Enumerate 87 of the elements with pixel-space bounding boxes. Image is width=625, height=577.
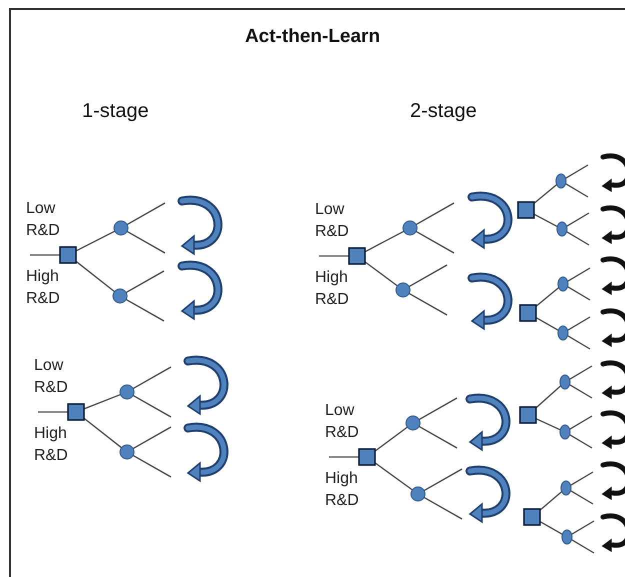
- chance-node: [560, 424, 570, 440]
- branch-line: [329, 456, 359, 458]
- decision-node: [358, 448, 376, 466]
- chance-node: [410, 486, 426, 502]
- chance-node: [556, 174, 566, 188]
- chance-node: [402, 220, 418, 236]
- decision-node: [523, 508, 541, 526]
- chance-node: [406, 416, 420, 430]
- branch-line: [416, 202, 454, 226]
- chance-node: [120, 384, 134, 400]
- branch-line: [84, 394, 121, 410]
- branch-line: [567, 335, 590, 350]
- stage-heading: 2-stage: [410, 100, 477, 123]
- branch-line: [364, 261, 398, 286]
- branch-line: [570, 471, 594, 486]
- branch-line: [132, 394, 172, 418]
- branch-line: [567, 316, 590, 331]
- chance-node: [558, 276, 568, 292]
- branch-line: [364, 230, 404, 252]
- title: Act-then-Learn: [244, 26, 382, 48]
- branch-line: [571, 520, 594, 535]
- branch-line: [540, 521, 563, 535]
- chance-node: [562, 530, 572, 544]
- branch-line: [566, 231, 590, 246]
- decision-node: [517, 201, 535, 219]
- chance-node: [120, 444, 134, 460]
- decision-node: [59, 246, 77, 264]
- edge-label: Low R&D: [315, 200, 350, 242]
- branch-line: [536, 385, 562, 408]
- chance-node: [558, 326, 568, 340]
- chance-node: [114, 220, 128, 236]
- branch-line: [126, 270, 164, 294]
- decision-node: [519, 304, 537, 322]
- decision-node: [67, 403, 85, 421]
- branch-line: [132, 426, 172, 450]
- branch-line: [424, 468, 462, 492]
- edge-label: Low R&D: [325, 401, 360, 443]
- branch-line: [374, 426, 408, 452]
- branch-line: [567, 267, 590, 282]
- chance-node: [556, 222, 568, 236]
- branch-line: [540, 491, 562, 511]
- branch-line: [408, 292, 448, 316]
- branch-line: [319, 255, 349, 257]
- branch-line: [566, 212, 590, 227]
- branch-line: [126, 202, 166, 226]
- branch-line: [84, 418, 122, 448]
- branch-line: [569, 384, 592, 399]
- branch-line: [416, 230, 454, 254]
- branch-line: [424, 496, 462, 520]
- edge-label: Low R&D: [26, 199, 61, 241]
- branch-line: [132, 366, 172, 390]
- decision-node: [519, 406, 537, 424]
- branch-line: [126, 298, 164, 322]
- branch-line: [408, 264, 448, 288]
- branch-line: [534, 214, 558, 228]
- branch-line: [76, 260, 115, 292]
- edge-label: High R&D: [315, 268, 350, 310]
- branch-line: [536, 418, 561, 430]
- branch-line: [536, 287, 560, 307]
- edge-label: Low R&D: [34, 356, 69, 398]
- branch-line: [30, 254, 60, 256]
- chance-node: [112, 288, 128, 304]
- edge-label: High R&D: [26, 267, 61, 309]
- branch-line: [565, 164, 588, 179]
- decision-node: [348, 247, 366, 265]
- branch-line: [418, 426, 458, 449]
- branch-line: [570, 490, 594, 505]
- branch-line: [569, 434, 592, 449]
- branch-line: [126, 230, 166, 254]
- branch-line: [418, 397, 458, 420]
- branch-line: [38, 411, 68, 413]
- chance-node: [396, 282, 410, 298]
- branch-line: [374, 462, 413, 490]
- branch-line: [569, 415, 592, 430]
- branch-line: [76, 230, 116, 252]
- branch-line: [536, 317, 559, 331]
- edge-label: High R&D: [34, 424, 69, 466]
- branch-line: [567, 286, 590, 301]
- branch-line: [132, 454, 172, 478]
- stage-heading: 1-stage: [82, 100, 149, 123]
- branch-line: [571, 539, 594, 554]
- branch-line: [534, 184, 558, 204]
- chance-node: [560, 480, 572, 496]
- edge-label: High R&D: [325, 469, 360, 511]
- chance-node: [560, 374, 570, 390]
- branch-line: [569, 365, 592, 380]
- branch-line: [565, 183, 588, 198]
